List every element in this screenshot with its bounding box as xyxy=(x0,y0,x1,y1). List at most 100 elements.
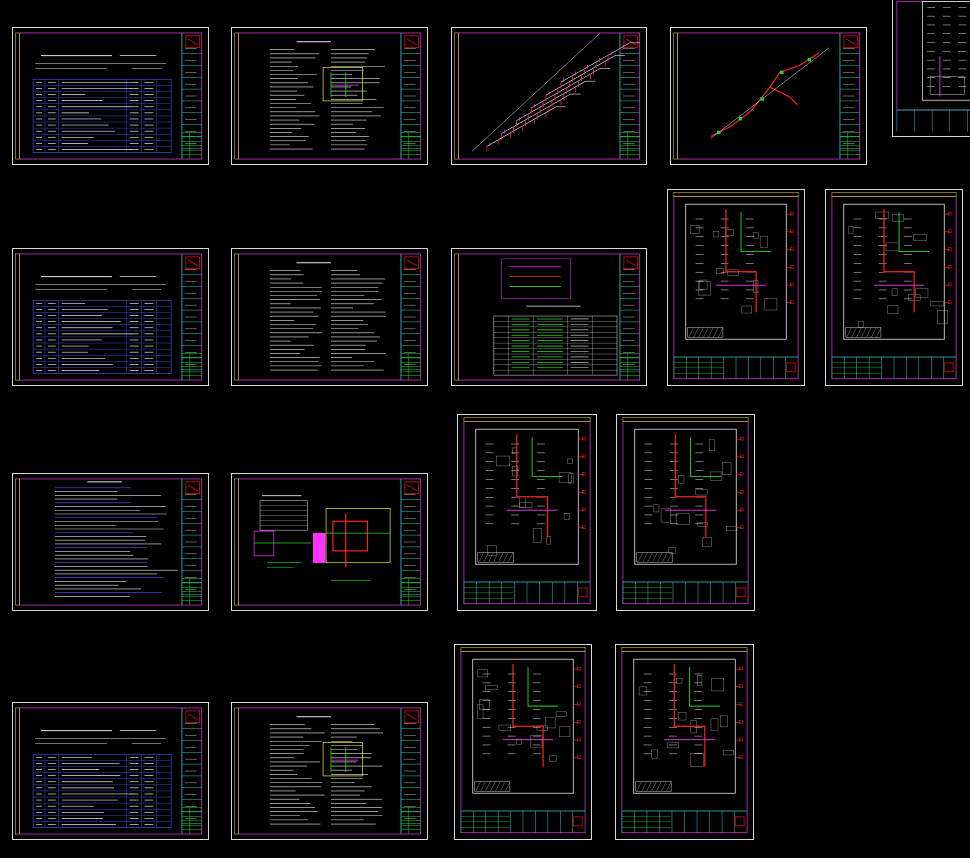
drawing-sheet-plan-3[interactable] xyxy=(457,414,597,611)
pipe-run-green xyxy=(531,437,563,477)
building-outline xyxy=(634,428,737,565)
drawing-sheet-design-notes-1[interactable] xyxy=(231,27,428,165)
drawing-sheet-plan-4[interactable] xyxy=(616,414,755,611)
pipe-run-green xyxy=(689,667,721,707)
grid-bubble xyxy=(576,737,581,742)
drawing-sheet-isometric-1[interactable] xyxy=(451,27,647,165)
room-partition xyxy=(887,305,899,314)
binding-strip xyxy=(622,417,749,422)
sheet-content xyxy=(454,32,641,160)
drawing-sheet-cover-list[interactable] xyxy=(12,27,209,165)
room-partition xyxy=(725,229,734,236)
room-partition xyxy=(653,504,660,513)
room-partition xyxy=(667,742,680,749)
room-partition xyxy=(885,242,900,252)
drawing-sheet-design-notes-2[interactable] xyxy=(231,248,428,386)
drawing-sheet-equipment-legend[interactable] xyxy=(451,248,647,386)
drawing-sheet-system-diagram[interactable] xyxy=(231,473,428,611)
room-partition xyxy=(722,462,732,475)
building-outline xyxy=(472,658,574,794)
room-partition xyxy=(660,508,671,523)
pipe-run-green xyxy=(690,437,722,477)
sheet-border xyxy=(896,1,970,111)
drawing-sheet-plan-5[interactable] xyxy=(454,644,592,840)
binding-strip xyxy=(460,647,586,652)
room-partition xyxy=(698,281,711,296)
sheet-content xyxy=(454,253,641,381)
room-partition xyxy=(559,726,571,738)
sheet-border xyxy=(621,650,748,834)
drawing-sheet-isometric-2[interactable] xyxy=(670,27,867,165)
room-partition xyxy=(477,704,484,719)
pipe-run-red xyxy=(674,434,707,538)
room-partition xyxy=(675,513,690,525)
company-logo xyxy=(843,35,859,49)
detail-box xyxy=(322,67,363,102)
sheet-border xyxy=(463,420,591,605)
binding-strip xyxy=(15,32,20,160)
drawing-sheet-plan-1[interactable] xyxy=(667,189,805,386)
grid-bubble xyxy=(738,666,743,671)
room-partition xyxy=(913,234,928,241)
drawing-sheet-design-notes-3[interactable] xyxy=(231,702,428,840)
drawing-sheet-spec-text[interactable] xyxy=(12,473,209,611)
grid-bubble xyxy=(789,282,794,287)
grid-bubble xyxy=(576,666,581,671)
sheet-graphics xyxy=(15,707,203,835)
room-partition xyxy=(651,749,658,759)
room-partition xyxy=(516,738,522,745)
company-logo xyxy=(572,816,583,827)
pipe-run-red xyxy=(673,664,706,767)
sheet-border xyxy=(457,253,641,381)
sheet-content xyxy=(234,478,422,606)
pipe-run-green xyxy=(740,212,772,252)
room-partition xyxy=(727,269,739,276)
drawing-sheet-plan-2[interactable] xyxy=(825,189,963,386)
room-partition xyxy=(695,489,708,496)
drawing-sheet-floor-plan-partial[interactable] xyxy=(892,0,970,137)
pipe-run-green xyxy=(527,667,559,707)
binding-strip xyxy=(234,478,239,606)
grid-bubble xyxy=(581,507,586,512)
sheet-content xyxy=(622,417,749,605)
building-outline xyxy=(843,203,945,340)
company-logo xyxy=(404,481,420,495)
building-outline xyxy=(633,658,736,794)
room-partition xyxy=(638,686,648,696)
room-partition xyxy=(498,724,511,731)
isometric-pipe xyxy=(531,68,611,109)
company-logo xyxy=(577,587,588,598)
drawing-sheet-plan-6[interactable] xyxy=(615,644,754,840)
grid-bubble xyxy=(789,265,794,269)
room-partition xyxy=(699,279,708,290)
fixture-marker xyxy=(738,116,743,121)
sheet-graphics xyxy=(234,253,422,381)
room-partition xyxy=(690,225,700,234)
company-logo xyxy=(404,35,420,49)
room-partition xyxy=(848,225,854,235)
sheet-graphics xyxy=(622,417,749,605)
water-tank xyxy=(332,520,369,552)
sheet-content xyxy=(15,478,203,606)
sheet-content xyxy=(460,647,586,834)
company-logo xyxy=(735,587,746,598)
grid-bubble xyxy=(789,247,794,251)
grid-bubble xyxy=(739,436,744,441)
hatched-area xyxy=(477,552,514,563)
sheet-content xyxy=(234,32,422,160)
sheet-content xyxy=(673,192,799,380)
equipment-table xyxy=(493,315,618,376)
fixture-marker xyxy=(780,70,784,75)
sheet-border xyxy=(237,32,422,160)
binding-strip xyxy=(234,32,239,160)
room-partition xyxy=(711,678,724,692)
hatched-area xyxy=(687,327,724,338)
room-partition xyxy=(676,678,683,684)
grid-bubble xyxy=(581,472,586,476)
drawing-sheet-cover-list-2[interactable] xyxy=(12,702,209,840)
drawing-sheet-drawing-index[interactable] xyxy=(12,248,209,386)
sheet-content xyxy=(15,707,203,835)
grid-bubble xyxy=(581,454,586,459)
sheet-border xyxy=(460,650,586,834)
